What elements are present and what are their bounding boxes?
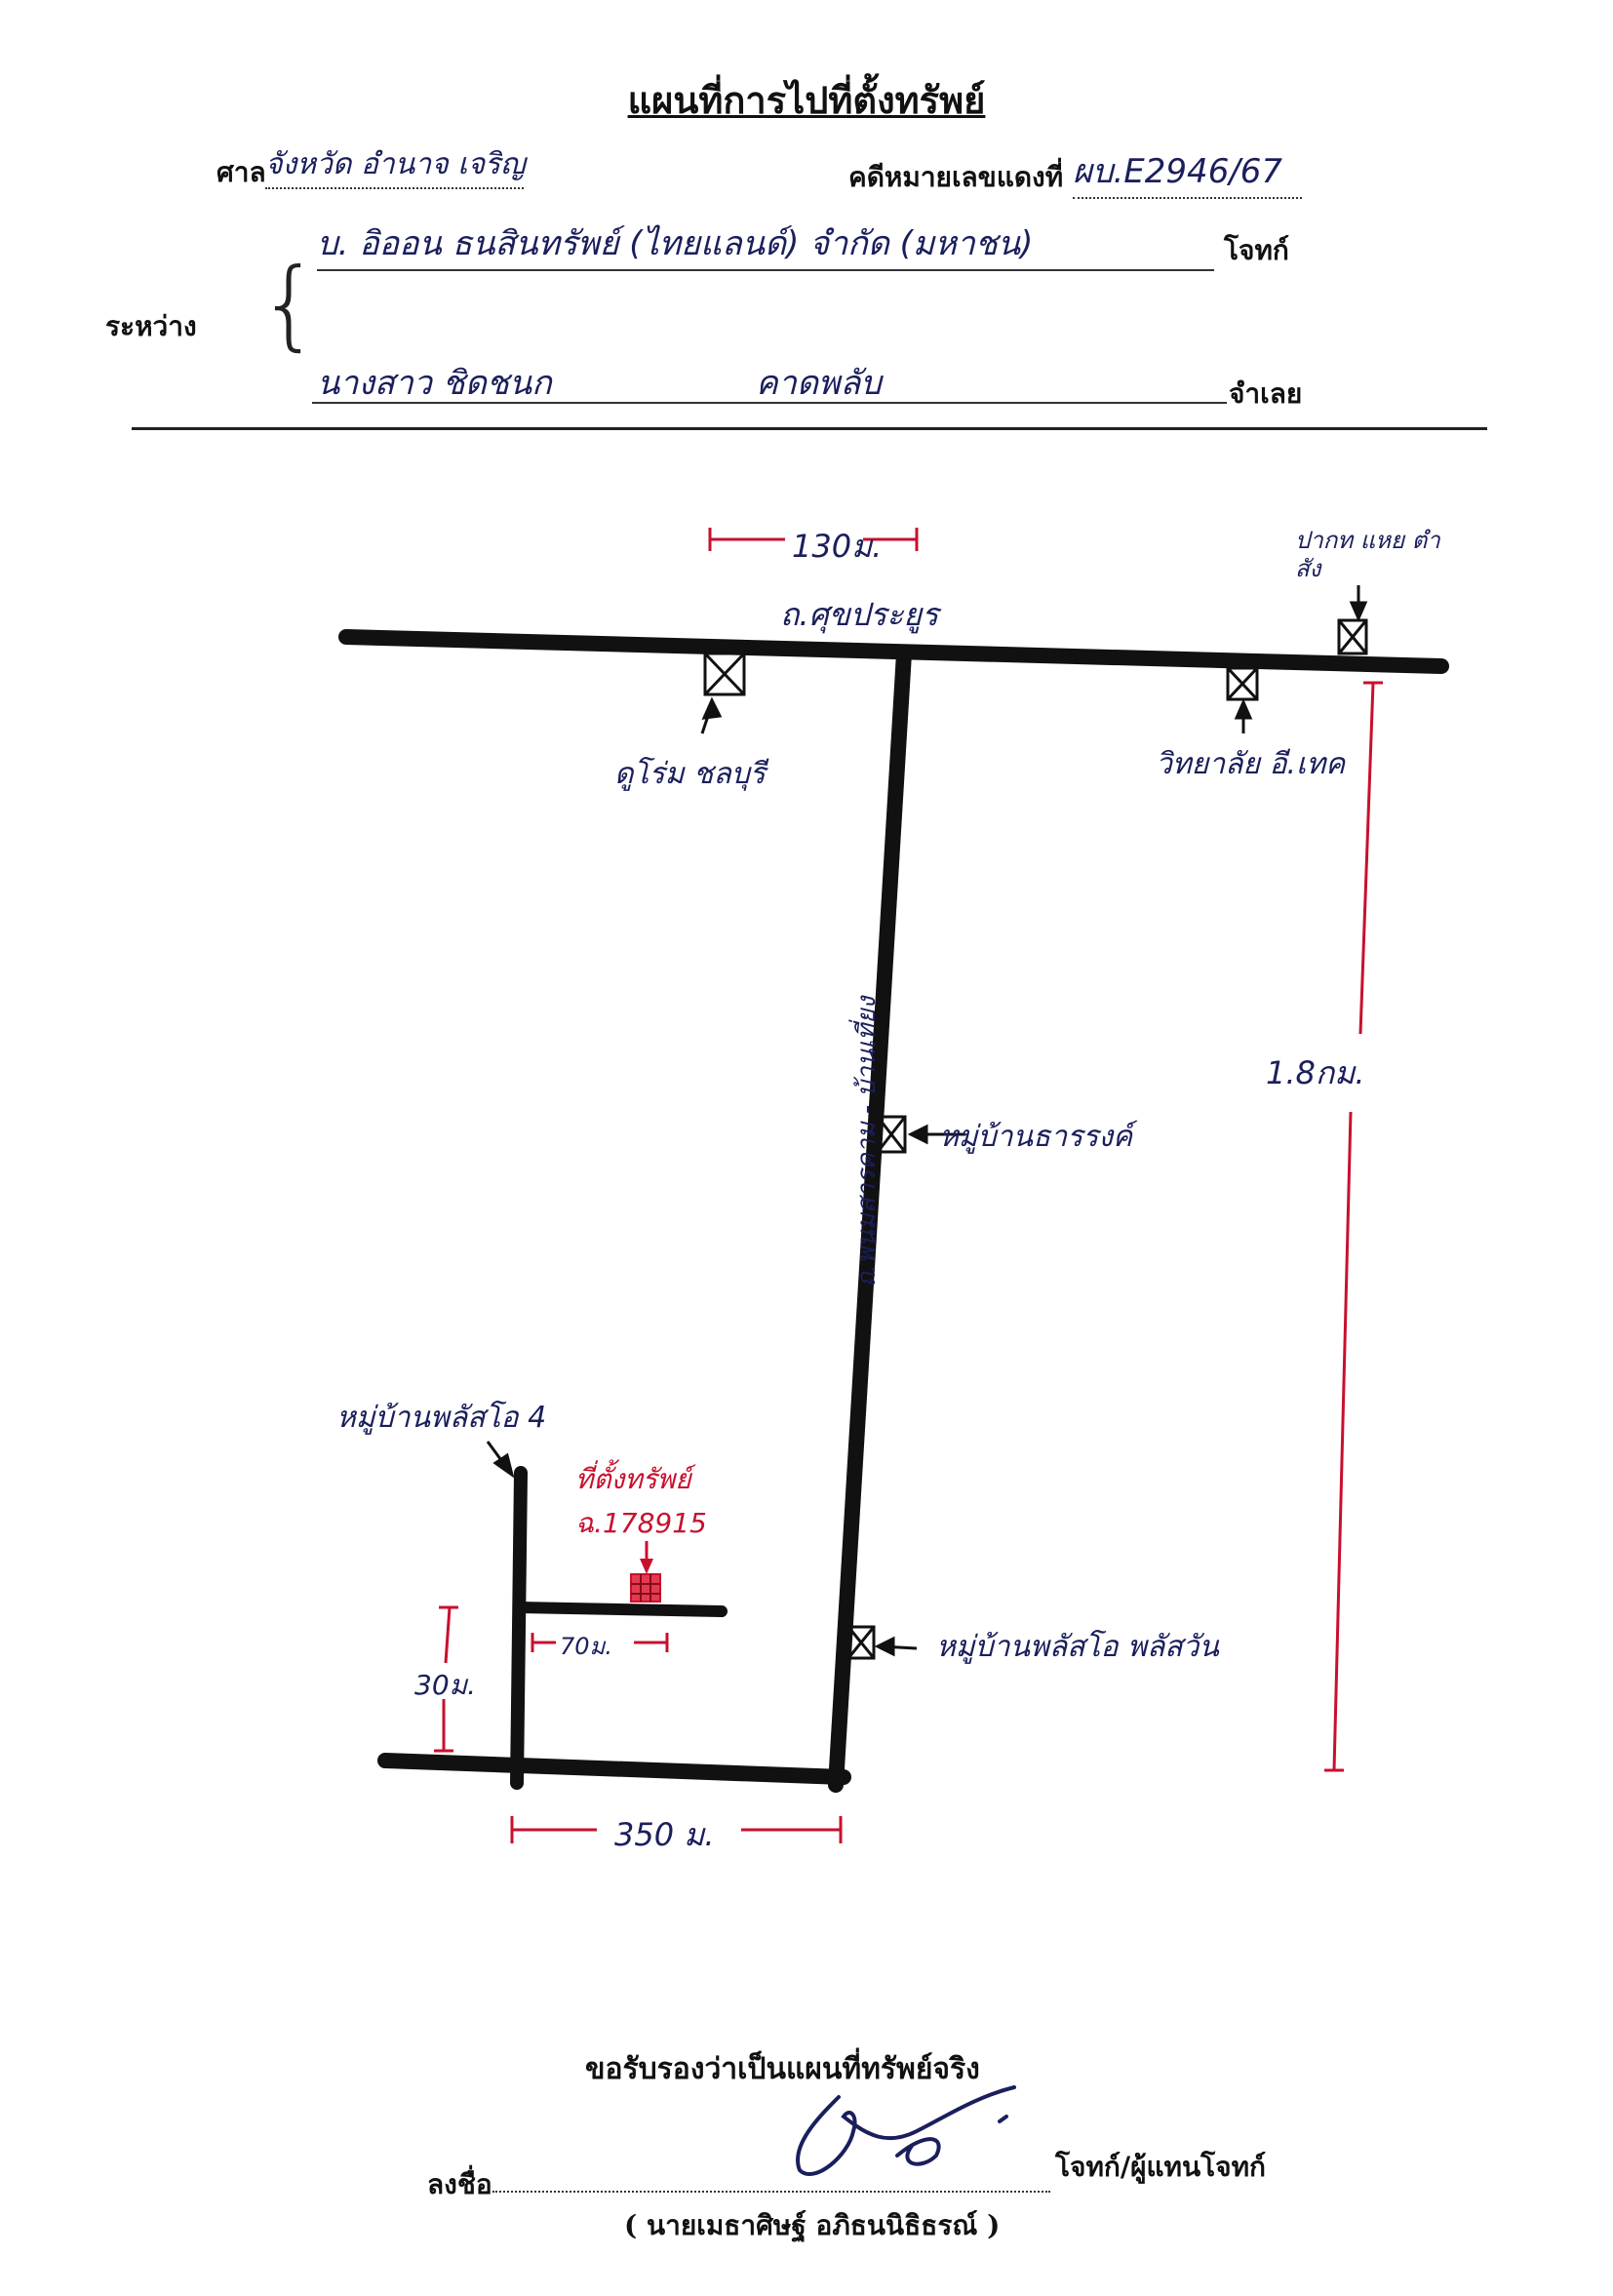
court-label: ศาล bbox=[216, 156, 266, 188]
defendant-name: นางสาว ชิดชนก bbox=[317, 364, 552, 403]
landmark-right-label: วิทยาลัย อี.เทค bbox=[1156, 747, 1346, 781]
target-soi bbox=[513, 1602, 728, 1617]
signer-name: ( นายเมธาศิษฐ์ อภิธนนิธิธรณ์ ) bbox=[624, 2209, 1001, 2241]
road-label: ถ.ศุขประยูร bbox=[780, 596, 939, 633]
main-road bbox=[338, 629, 1449, 674]
distance-70: 70ม. bbox=[560, 1633, 612, 1660]
village-bottom-label: หมู่บ้านพลัสโอ พลัสวัน bbox=[936, 1630, 1219, 1664]
page-title: แผนที่การไปที่ตั้งทรัพย์ bbox=[627, 78, 986, 122]
landmark-box-bottom bbox=[846, 1625, 876, 1660]
village-mid-label: หมู่บ้านธารรงค์ bbox=[939, 1120, 1133, 1154]
bottom-road bbox=[377, 1753, 851, 1785]
header-divider bbox=[132, 427, 1487, 430]
target-property-icon bbox=[630, 1573, 661, 1603]
landmark-left-label: ดูโร่ม ชลบุรี bbox=[614, 757, 766, 791]
court-value: จังหวัด อำนาจ เจริญ bbox=[265, 141, 526, 189]
distance-top: 130ม. bbox=[792, 528, 883, 565]
plaintiff-label: โจทก์ bbox=[1224, 234, 1289, 266]
landmark-box-mid bbox=[876, 1115, 907, 1154]
landmark-box-topright bbox=[1337, 618, 1368, 655]
village-left-label: หมู่บ้านพลัสโอ 4 bbox=[336, 1401, 547, 1435]
defendant-label: จำเลย bbox=[1229, 377, 1303, 410]
distance-right: 1.8กม. bbox=[1266, 1054, 1365, 1091]
landmark-box-right bbox=[1226, 666, 1259, 701]
distance-30: 30ม. bbox=[414, 1669, 476, 1701]
vertical-road bbox=[828, 646, 912, 1793]
village-road bbox=[510, 1466, 528, 1790]
between-label: ระหว่าง bbox=[105, 310, 197, 342]
distance-350: 350 ม. bbox=[614, 1816, 715, 1853]
landmark-top-right-label: ปากท แหย ตำสัง bbox=[1295, 527, 1440, 582]
certify-text: ขอรับรองว่าเป็นแผนที่ทรัพย์จริง bbox=[585, 2052, 980, 2086]
signer-role: โจทก์/ผู้แทนโจทก์ bbox=[1055, 2151, 1266, 2183]
signature-line bbox=[492, 2163, 1050, 2193]
case-number-value: ผบ.E2946/67 bbox=[1073, 144, 1302, 199]
sign-label: ลงชื่อ bbox=[427, 2168, 492, 2200]
case-number-label: คดีหมายเลขแดงที่ bbox=[848, 161, 1064, 193]
signature-icon bbox=[796, 2085, 1016, 2176]
brace-icon: { bbox=[258, 247, 321, 361]
defendant-line bbox=[312, 359, 1227, 404]
target-label: ที่ตั้งทรัพย์ bbox=[575, 1463, 691, 1495]
plaintiff-value: บ. อิออน ธนสินทรัพย์ (ไทยแลนด์) จำกัด (ม… bbox=[317, 217, 1214, 271]
landmark-box-left bbox=[703, 652, 746, 696]
defendant-surname: คาดพลับ bbox=[756, 364, 882, 403]
target-deed: ฉ.178915 bbox=[575, 1507, 707, 1539]
vertical-road-label: ถ.พนมสารคาม - บ้านเที่ยง bbox=[852, 996, 882, 1287]
arrow-target-head bbox=[640, 1559, 653, 1574]
